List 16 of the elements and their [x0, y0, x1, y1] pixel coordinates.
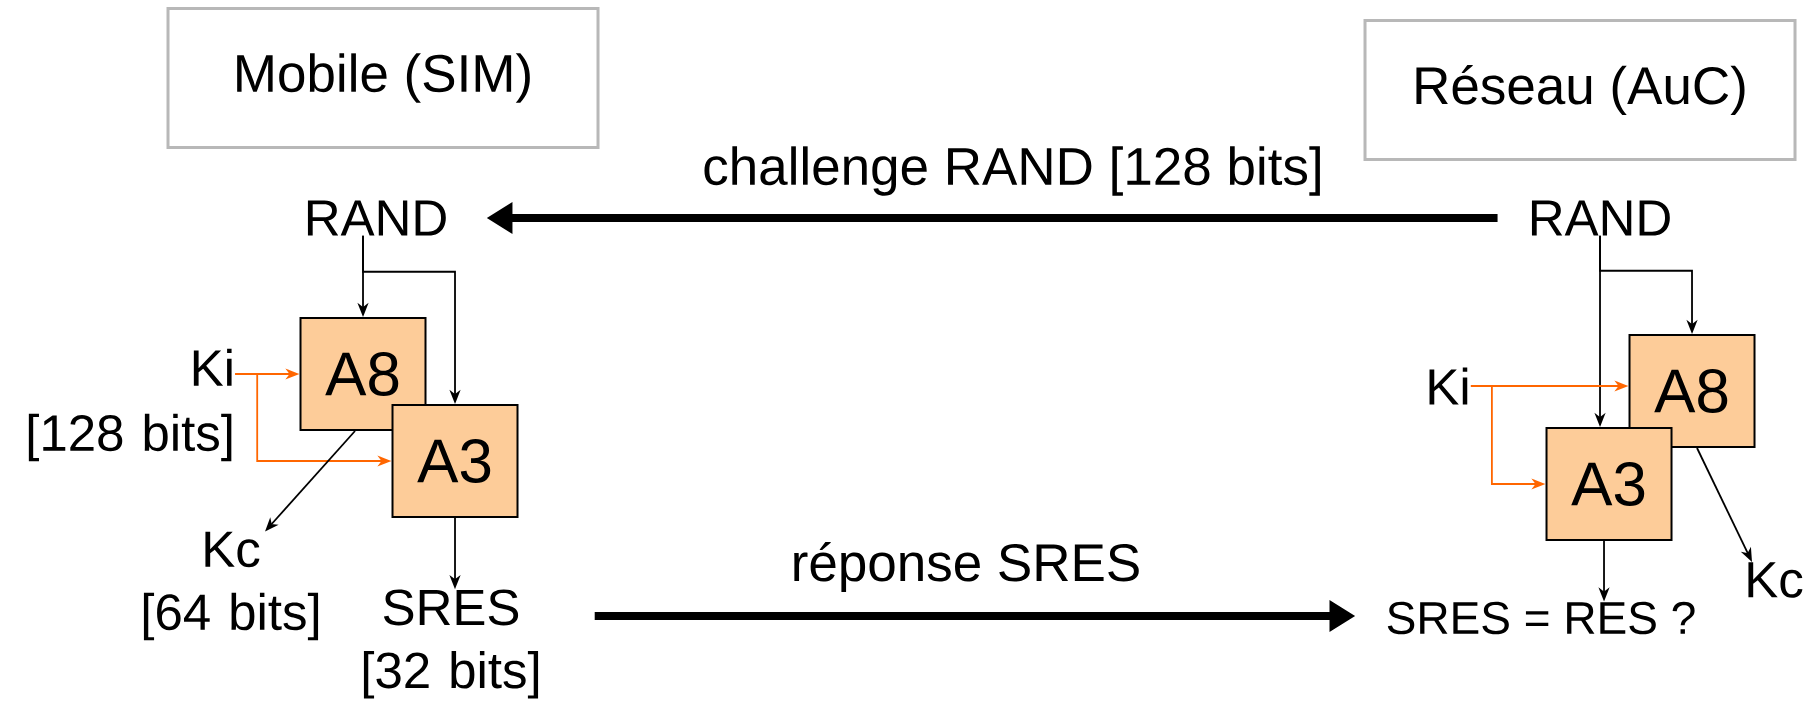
text-label: SRES [32 bits]: [363, 589, 539, 699]
text-label: Ki: [1429, 367, 1468, 405]
text-label: Ki [128 bits]: [28, 348, 232, 462]
text-label: RAND: [1531, 200, 1670, 236]
algorithm-box: A3: [1545, 427, 1673, 541]
text-label: Kc: [1748, 562, 1803, 598]
entity-box: Réseau (AuC): [1363, 19, 1797, 161]
algorithm-box: A3: [391, 404, 519, 518]
entity-box: Mobile (SIM): [166, 7, 600, 149]
algorithm-box: A8: [1628, 334, 1756, 448]
edge-label: challenge RAND [128 bits]: [700, 144, 1326, 198]
edge-label: réponse SRES: [788, 540, 1144, 594]
algorithm-box: A8: [299, 317, 427, 431]
text-label: SRES = RES ?: [1387, 601, 1695, 635]
text-label: RAND: [307, 200, 446, 236]
text-label: Kc [64 bits]: [143, 531, 319, 641]
